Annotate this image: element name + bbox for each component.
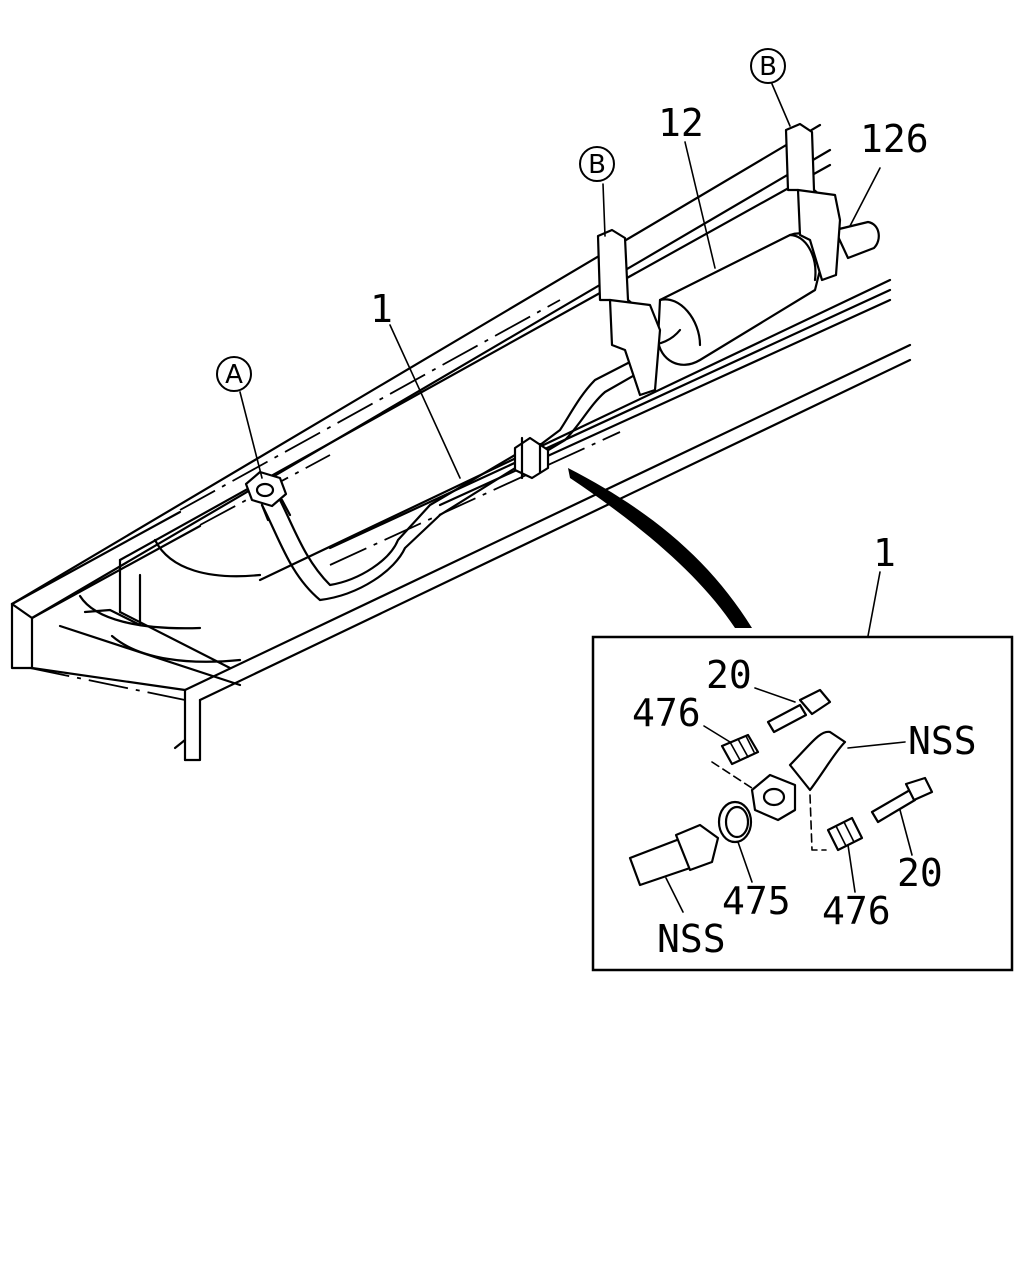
- label-part-1-inset: 1: [873, 531, 896, 575]
- label-part-126: 126: [860, 117, 929, 161]
- label-part-12: 12: [658, 101, 704, 145]
- inset-parts: [628, 688, 934, 887]
- label-part-nss-left: NSS: [657, 917, 726, 961]
- ref-circle-b-right: B: [750, 48, 786, 84]
- label-part-475: 475: [722, 879, 791, 923]
- label-part-476-top: 476: [632, 691, 701, 735]
- leader-lines: [239, 83, 913, 913]
- label-part-476-bottom: 476: [822, 889, 891, 933]
- label-part-20-bottom: 20: [897, 851, 943, 895]
- label-part-20-top: 20: [706, 653, 752, 697]
- exhaust-pipe: [244, 360, 642, 602]
- muffler: [646, 220, 880, 366]
- label-part-1-main: 1: [370, 287, 393, 331]
- label-part-nss-right: NSS: [908, 719, 977, 763]
- ref-label-b-left: B: [588, 150, 606, 180]
- ref-circle-a: A: [216, 356, 252, 392]
- ref-label-a: A: [225, 360, 243, 390]
- ref-circle-b-left: B: [579, 146, 615, 182]
- hanger-brackets: [596, 122, 842, 397]
- inset-box: [591, 635, 1014, 972]
- inset-pointer-arc: [568, 468, 752, 628]
- frame-rails: [10, 123, 912, 762]
- ref-label-b-right: B: [759, 52, 777, 82]
